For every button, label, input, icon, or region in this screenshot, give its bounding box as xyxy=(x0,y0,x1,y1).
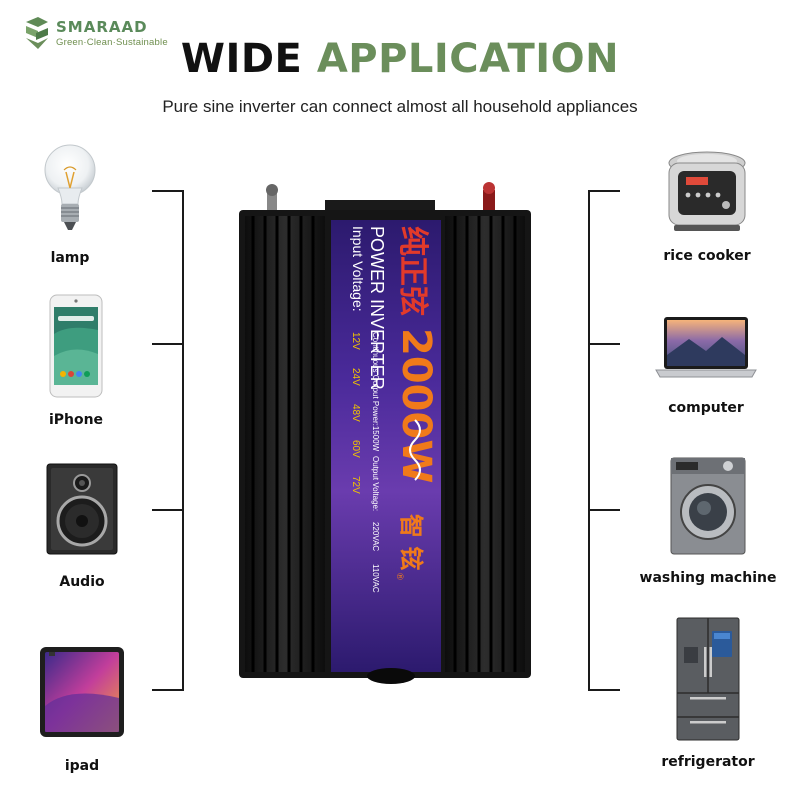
appliance-refrigerator: refrigerator xyxy=(650,616,766,770)
left-bracket-tick xyxy=(152,509,184,511)
left-heatsink-fins xyxy=(245,216,325,672)
inverter-input-voltage-label: Input Voltage: xyxy=(350,226,366,312)
speaker-icon xyxy=(46,463,118,555)
appliance-label: ipad xyxy=(64,758,100,774)
logo-mark-icon xyxy=(26,17,48,49)
appliance-label: refrigerator xyxy=(661,754,755,770)
inverter-trademark: ® xyxy=(394,572,404,581)
sine-wave-icon xyxy=(409,419,421,481)
appliance-ipad: ipad xyxy=(30,644,134,774)
negative-terminal xyxy=(267,192,277,210)
inverter-chinese-title: 纯正弦 xyxy=(395,226,430,316)
page-subtitle: Pure sine inverter can connect almost al… xyxy=(162,97,638,116)
inverter-power-rating: 2000W xyxy=(393,328,439,483)
logo-brand-name: SMARAAD xyxy=(56,18,148,36)
right-bracket-tick xyxy=(588,509,620,511)
appliance-label: rice cooker xyxy=(663,248,751,264)
left-bracket-tick xyxy=(152,190,184,192)
positive-terminal xyxy=(483,190,495,212)
inverter-v24: 24V xyxy=(350,368,361,386)
inverter-ac-220: 220VAC xyxy=(371,522,380,551)
rice-cooker-icon xyxy=(668,151,746,231)
appliance-computer: computer xyxy=(646,314,766,416)
inverter-v72: 72V xyxy=(350,476,361,494)
appliance-label: lamp xyxy=(50,250,90,266)
inverter-output-voltage-label: Output Voltage: xyxy=(371,456,380,511)
title-part-application: APPLICATION xyxy=(316,36,620,82)
title-part-wide: WIDE xyxy=(180,36,303,82)
left-bracket-spine xyxy=(182,190,184,691)
label-panel xyxy=(331,220,441,672)
appliance-washing-machine: washing machine xyxy=(640,456,776,586)
appliance-lamp: lamp xyxy=(20,140,120,266)
smartphone-icon xyxy=(49,294,103,398)
inverter-v48: 48V xyxy=(350,404,361,422)
brand-logo: SMARAAD Green·Clean·Sustainable xyxy=(22,16,168,50)
appliance-label: Audio xyxy=(59,574,105,590)
appliance-audio: Audio xyxy=(30,462,134,590)
page-title: WIDE APPLICATION xyxy=(0,36,800,82)
tablet-icon xyxy=(40,647,124,737)
appliance-iphone: iPhone xyxy=(26,292,126,428)
right-bracket-tick xyxy=(588,190,620,192)
refrigerator-icon xyxy=(676,617,740,741)
left-bracket-tick xyxy=(152,689,184,691)
appliance-rice-cooker: rice cooker xyxy=(650,148,764,264)
inverter-product-name: POWER INVERTER xyxy=(367,226,387,390)
appliance-label: washing machine xyxy=(639,570,777,586)
inverter-v12: 12V xyxy=(350,332,361,350)
left-bracket-tick xyxy=(152,343,184,345)
inverter-continuous-output: Continuous Output Power:1500W xyxy=(371,332,380,452)
inverter-ac-110: 110VAC xyxy=(371,564,380,593)
inverter-brand-cn: 智 铉 xyxy=(397,514,425,570)
laptop-icon xyxy=(655,317,757,378)
right-heatsink-fins xyxy=(445,216,525,672)
power-inverter-image: 纯正弦 2000W POWER INVERTER Continuous Outp… xyxy=(239,182,531,684)
logo-tagline: Green·Clean·Sustainable xyxy=(56,37,168,48)
right-bracket-spine xyxy=(588,190,590,691)
appliance-label: iPhone xyxy=(48,412,104,428)
appliance-label: computer xyxy=(668,400,744,416)
inverter-v60: 60V xyxy=(350,440,361,458)
washing-machine-icon xyxy=(670,457,746,555)
light-bulb-icon xyxy=(44,144,96,230)
right-bracket-tick xyxy=(588,343,620,345)
right-bracket-tick xyxy=(588,689,620,691)
